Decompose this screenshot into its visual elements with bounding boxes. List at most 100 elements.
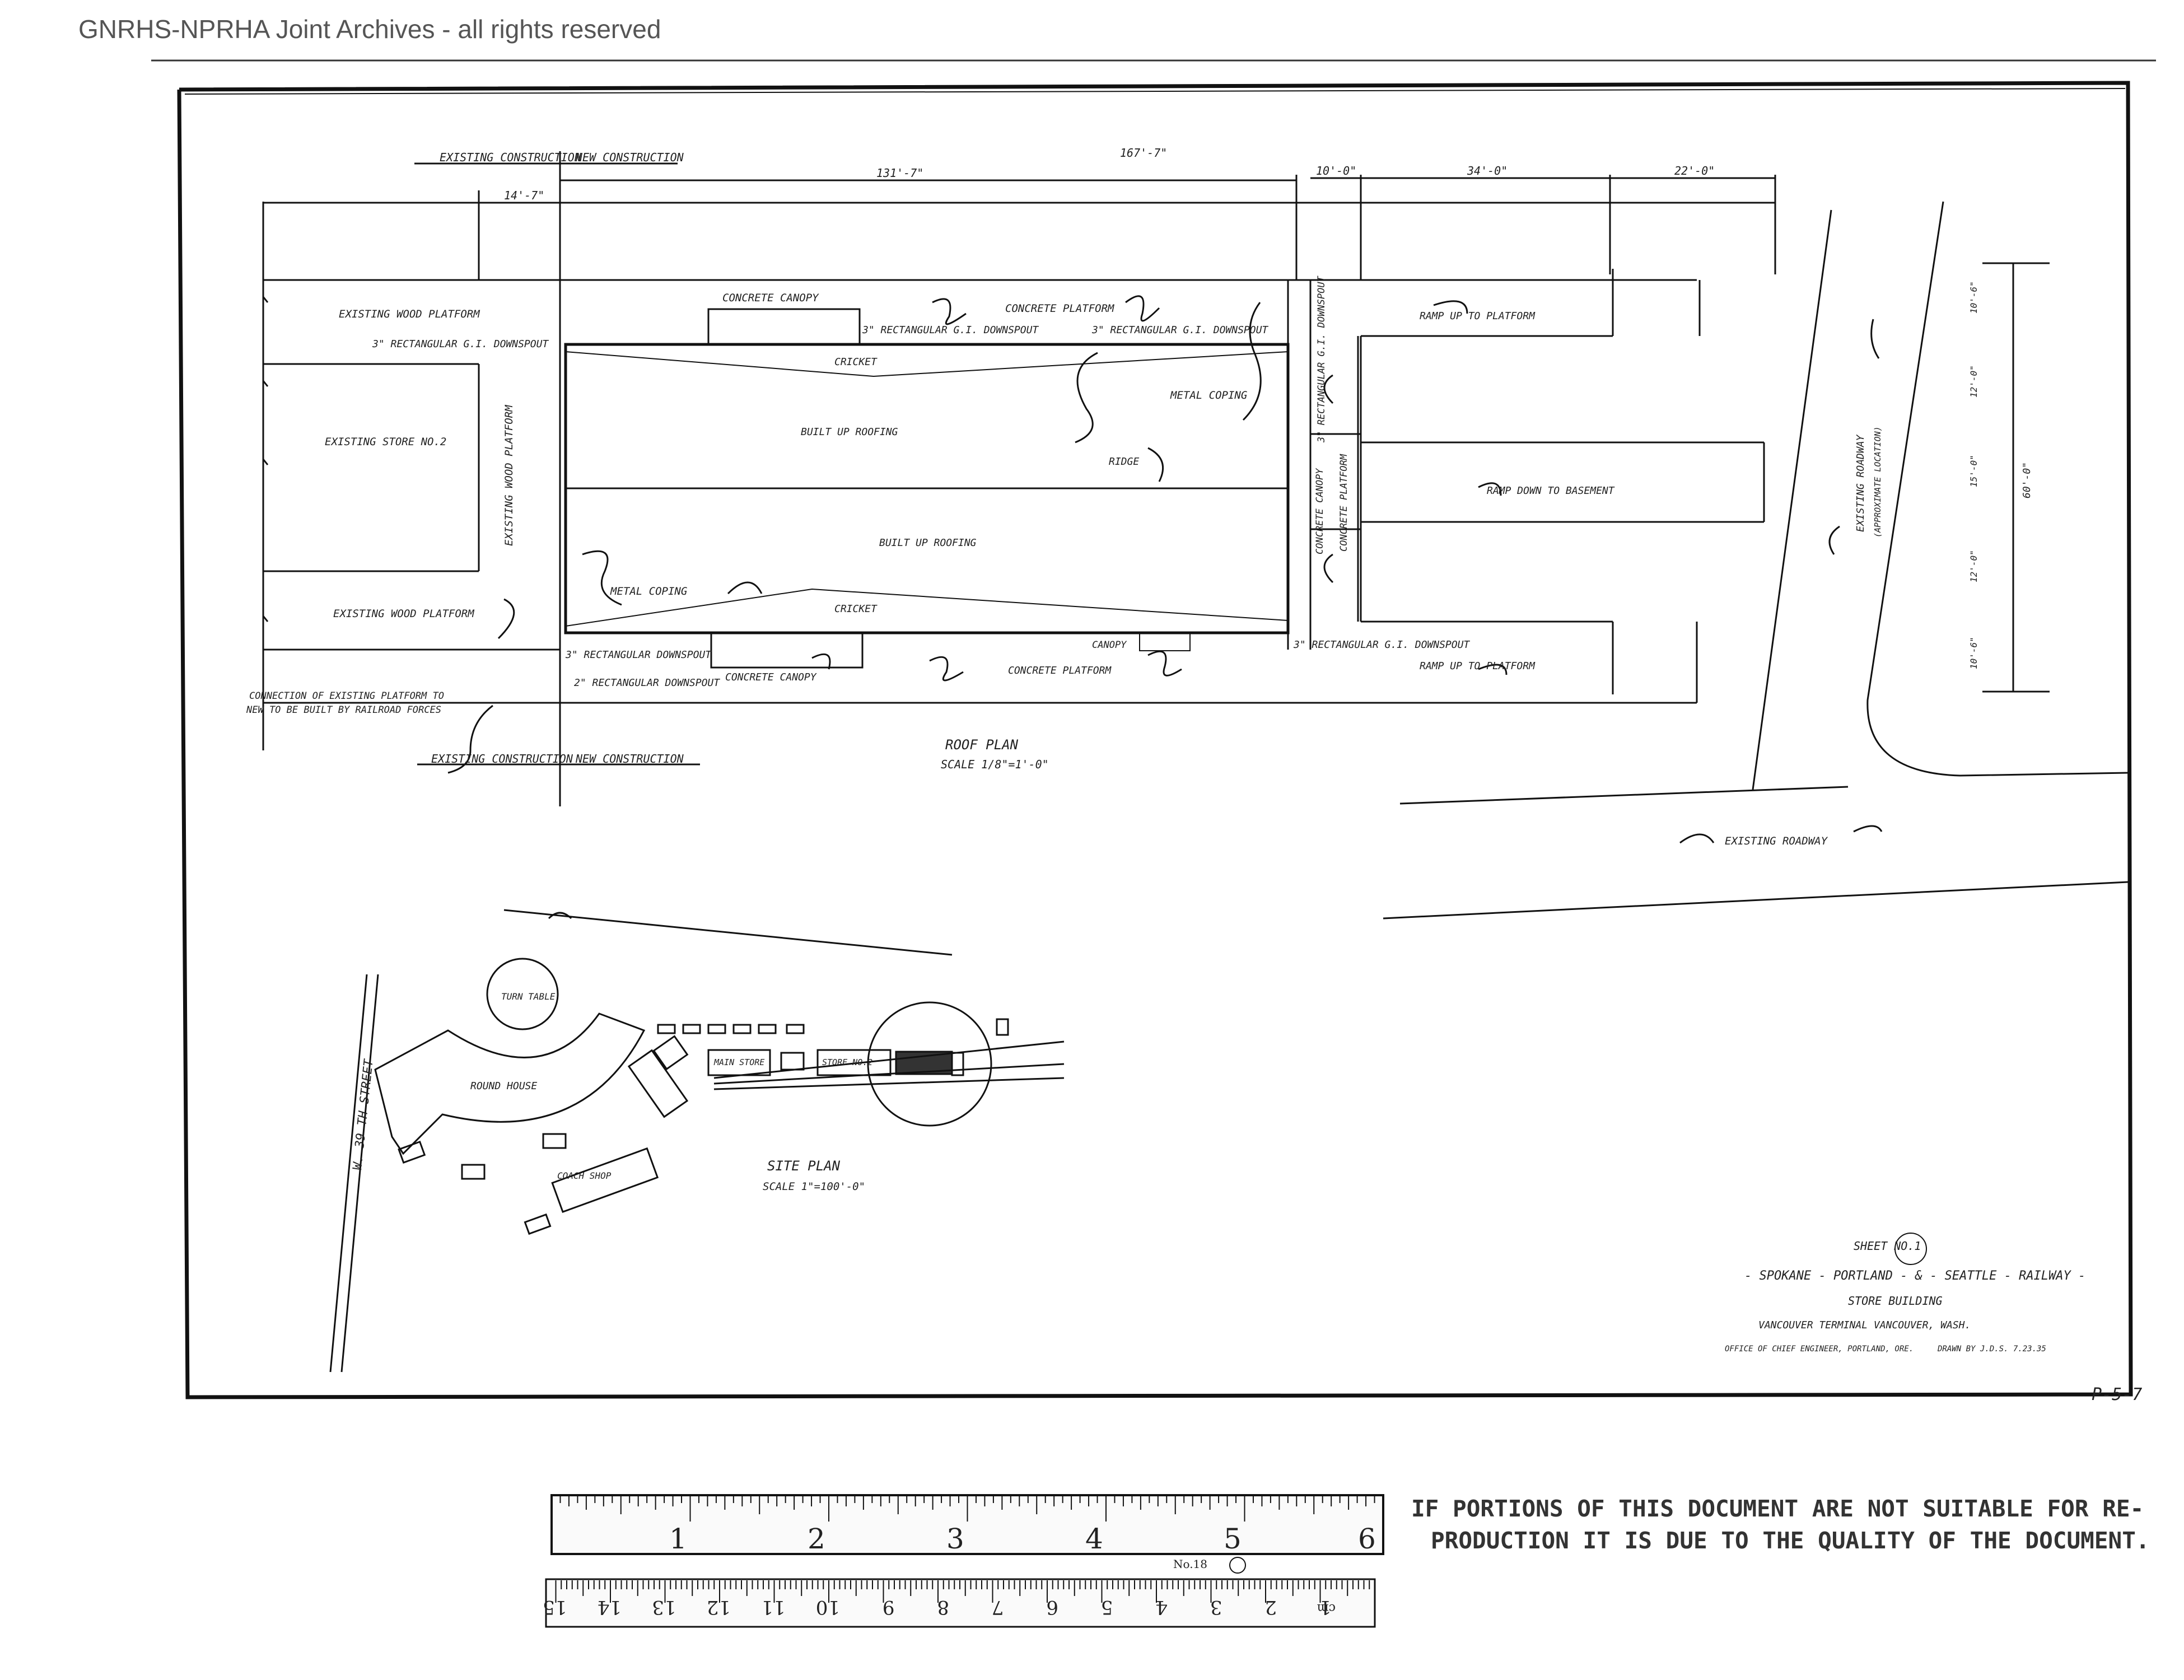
ruler-model: No.18 [1173,1557,1207,1571]
inch-4: 4 [1085,1523,1103,1555]
dim-r2: 12'-0" [1968,365,1979,398]
cm-label: 8 [937,1596,949,1618]
cm-label: 5 [1101,1596,1113,1618]
site-plan-labels: W. 39 TH STREET TURN TABLE ROUND HOUSE C… [351,991,872,1193]
dim-22: 22'-0" [1674,164,1715,178]
cm-label: 12 [707,1596,731,1618]
sheet-number: SHEET NO.1 [1854,1239,1921,1253]
cm-label: 9 [883,1596,895,1618]
label-new-construction-bottom: NEW CONSTRUCTION [575,752,684,766]
railway-name: - SPOKANE - PORTLAND - & - SEATTLE - RAI… [1744,1269,2085,1283]
cm-label: 10 [816,1596,840,1618]
label-existing-construction: EXISTING CONSTRUCTION [440,151,582,164]
inch-6: 6 [1358,1523,1376,1555]
label-concrete-canopy-bottom: CONCRETE CANOPY [725,671,817,683]
cm-label: 6 [1046,1596,1058,1618]
stamp-line-1: IF PORTIONS OF THIS DOCUMENT ARE NOT SUI… [1411,1495,2144,1522]
site-plan [329,909,1065,1373]
break-marks [447,295,1883,844]
label-store-no2: STORE NO.2 [822,1057,872,1067]
inch-3: 3 [946,1523,964,1555]
cm-label: 7 [992,1596,1004,1618]
label-existing-roadway-approx: (APPROXIMATE LOCATION) [1873,426,1883,538]
label-round-house: ROUND HOUSE [470,1080,537,1092]
label-concrete-platform-bottom: CONCRETE PLATFORM [1008,665,1112,676]
cm-label: 2 [1264,1596,1277,1618]
label-built-up-roofing-top: BUILT UP ROOFING [801,426,898,438]
label-coach-shop: COACH SHOP [557,1170,612,1181]
dim-34: 34'-0" [1467,164,1508,178]
document-code: P-5-7 [2092,1385,2142,1404]
inch-5: 5 [1224,1523,1242,1555]
label-new-construction: NEW CONSTRUCTION [575,151,684,164]
dim-r5: 10'-6" [1968,637,1979,669]
dim-10: 10'-0" [1316,164,1356,178]
label-downspout-top-1: 3" RECTANGULAR G.I. DOWNSPOUT [862,324,1039,336]
cm-label: 4 [1155,1596,1168,1618]
cm-label: 15 [543,1596,567,1618]
label-existing-store: EXISTING STORE NO.2 [325,436,446,448]
quality-stamp: IF PORTIONS OF THIS DOCUMENT ARE NOT SUI… [1411,1495,2150,1554]
label-downspout-2-bottom: 2" RECTANGULAR DOWNSPOUT [574,677,720,689]
label-ramp-up-bottom: RAMP UP TO PLATFORM [1420,660,1536,672]
roof-plan-scale: SCALE 1/8"=1'-0" [941,758,1049,771]
roof-plan-title: ROOF PLAN [945,737,1019,753]
label-concrete-canopy-top: CONCRETE CANOPY [722,292,819,304]
label-downspout-top-2: 3" RECTANGULAR G.I. DOWNSPOUT [1091,324,1268,336]
dim-r1: 10'-6" [1968,281,1979,314]
title-block: SHEET NO.1 - SPOKANE - PORTLAND - & - SE… [1725,1233,2142,1404]
label-existing-construction-bottom: EXISTING CONSTRUCTION [431,752,573,766]
cm-label: 11 [761,1596,785,1618]
label-main-store: MAIN STORE [713,1057,764,1067]
label-canopy-small: CANOPY [1092,640,1127,651]
cm-label: 13 [652,1596,676,1618]
inch-1: 1 [669,1523,687,1555]
label-downspout-top-left: 3" RECTANGULAR G.I. DOWNSPOUT [372,338,549,350]
dim-total: 60'-0" [2021,462,2033,498]
label-cricket-top: CRICKET [834,356,878,368]
dim-existing: 14'-7" [504,189,544,202]
label-metal-coping-right: METAL COPING [1170,389,1247,402]
label-ramp-up-top: RAMP UP TO PLATFORM [1420,310,1536,322]
cm-label: 3 [1210,1596,1222,1618]
label-built-up-roofing-bottom: BUILT UP ROOFING [879,537,977,549]
label-concrete-canopy-vertical: CONCRETE CANOPY [1314,468,1326,554]
drawing-border [177,81,2133,1399]
label-existing-wood-platform-top: EXISTING WOOD PLATFORM [339,308,480,320]
label-existing-wood-platform-bottom: EXISTING WOOD PLATFORM [333,608,474,620]
drawn-by: DRAWN BY J.D.S. 7.23.35 [1937,1345,2046,1354]
label-connection-note-2: NEW TO BE BUILT BY RAILROAD FORCES [246,704,441,716]
building-name: STORE BUILDING [1848,1294,1943,1308]
roof-plan [262,151,2129,920]
site-plan-scale: SCALE 1"=100'-0" [763,1180,865,1193]
inch-ruler-ticks [551,1496,1384,1522]
label-downspout-right-vertical: 3" RECTANGULAR G.I. DOWNSPOUT [1316,275,1327,443]
dim-new: 131'-7" [876,166,923,180]
label-existing-roadway-vertical: EXISTING ROADWAY [1855,434,1866,532]
site-plan-title: SITE PLAN [767,1158,841,1174]
label-metal-coping-left: METAL COPING [610,585,687,598]
label-existing-wood-platform-vertical: EXISTING WOOD PLATFORM [503,405,515,546]
cm-unit-label: cm [1317,1601,1336,1615]
cm-label: 14 [598,1596,622,1618]
label-concrete-platform-top: CONCRETE PLATFORM [1005,302,1114,315]
stamp-line-2: PRODUCTION IT IS DUE TO THE QUALITY OF T… [1431,1527,2150,1554]
cm-label: 1 [1319,1596,1332,1618]
archive-watermark: GNRHS-NPRHA Joint Archives - all rights … [78,15,661,44]
dim-r4: 12'-0" [1968,550,1979,582]
inch-2: 2 [808,1523,825,1555]
label-ramp-down: RAMP DOWN TO BASEMENT [1487,485,1615,497]
dim-overall: 167'-7" [1120,146,1167,160]
label-downspout-bottom-left: 3" RECTANGULAR DOWNSPOUT [565,649,712,661]
label-concrete-platform-vertical: CONCRETE PLATFORM [1338,454,1350,552]
office: OFFICE OF CHIEF ENGINEER, PORTLAND, ORE. [1725,1345,1914,1354]
cm-ruler-ticks [555,1580,1375,1603]
label-downspout-bottom-right: 3" RECTANGULAR G.I. DOWNSPOUT [1293,639,1470,651]
roof-plan-labels: EXISTING CONSTRUCTION NEW CONSTRUCTION 1… [246,146,2033,847]
label-connection-note-1: CONNECTION OF EXISTING PLATFORM TO [249,690,444,702]
label-cricket-bottom: CRICKET [834,603,878,615]
label-ridge: RIDGE [1109,456,1139,468]
